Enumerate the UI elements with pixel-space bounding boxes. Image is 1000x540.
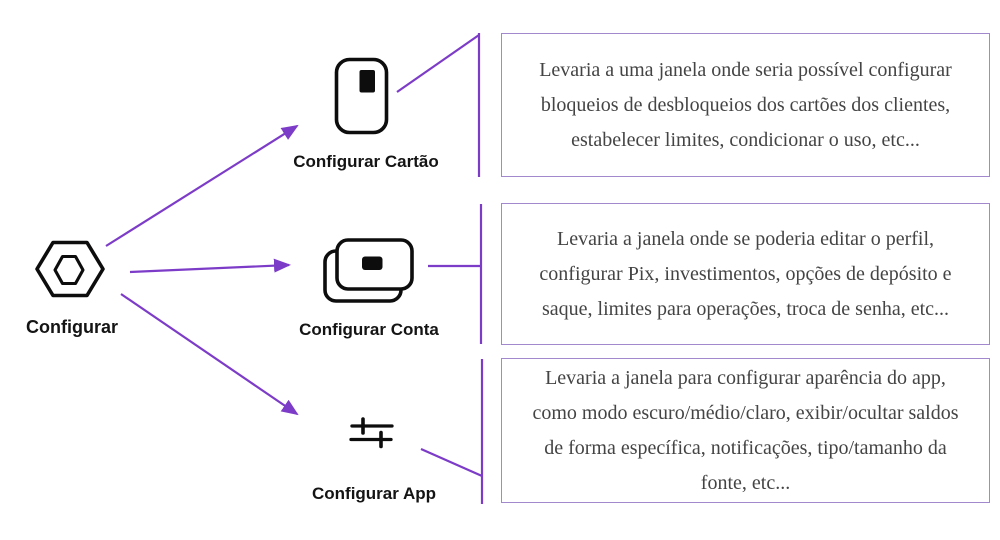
description-box-app: Levaria a janela para configurar aparênc… <box>501 358 990 503</box>
connector-cartao-line <box>396 34 480 93</box>
branch-label-cartao: Configurar Cartão <box>293 152 439 171</box>
card-icon <box>334 57 389 135</box>
description-text: Levaria a janela onde se poderia editar … <box>539 227 952 320</box>
hexagon-nut-icon <box>35 240 105 298</box>
description-box-conta: Levaria a janela onde se poderia editar … <box>501 203 990 345</box>
root-node-label: Configurar <box>26 317 118 337</box>
branch-label-app: Configurar App <box>311 484 437 503</box>
description-text: Levaria a janela para configurar aparênc… <box>532 366 959 494</box>
arrow-root-to-cartao <box>105 124 299 247</box>
description-text: Levaria a uma janela onde seria possível… <box>539 58 952 151</box>
stacked-cards-icon <box>323 238 414 303</box>
arrow-root-to-app <box>120 293 299 416</box>
arrow-root-to-conta <box>129 258 291 274</box>
sliders-icon <box>349 417 394 449</box>
description-box-cartao: Levaria a uma janela onde seria possível… <box>501 33 990 177</box>
connector-app-line <box>420 447 483 478</box>
branch-label-conta: Configurar Conta <box>299 320 439 339</box>
